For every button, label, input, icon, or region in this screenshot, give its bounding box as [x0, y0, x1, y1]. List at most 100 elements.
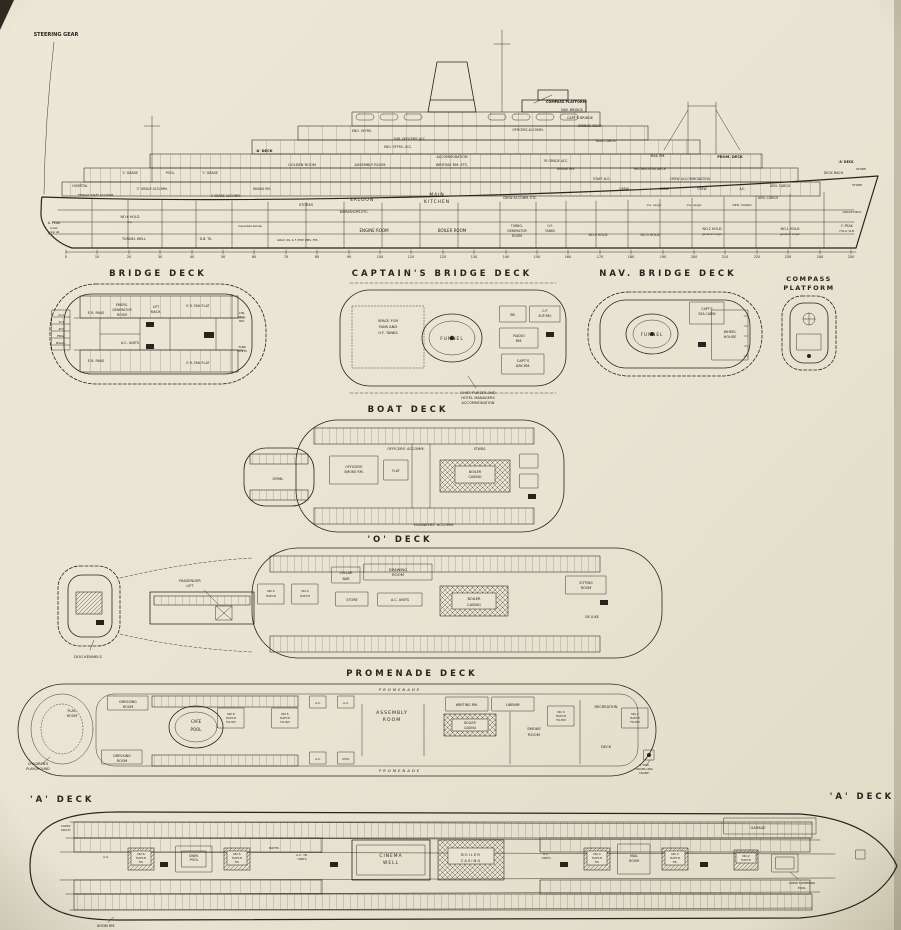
label: OFFICERS ACCOMM. — [512, 128, 543, 132]
label: GENERATOR — [112, 308, 132, 312]
label: ROOM — [392, 572, 404, 577]
stair — [146, 344, 154, 349]
label: GOLDEN ROOM — [288, 163, 316, 167]
label: TR. — [594, 860, 600, 864]
stair — [546, 332, 554, 337]
label: HOSPITAL — [72, 184, 88, 188]
label: E.R. FANS — [88, 359, 104, 363]
deck-title-a-left: 'A' DECK — [30, 795, 94, 805]
label: BOILER — [467, 597, 481, 601]
label: GEN. CARGO — [770, 184, 791, 188]
label: 110 — [408, 255, 414, 259]
label: TR. — [138, 860, 144, 864]
label: GARAGE — [750, 826, 766, 830]
label: PLAY- — [68, 709, 78, 713]
label: GEN. CARGO — [758, 196, 779, 200]
label: UNITS — [541, 856, 550, 860]
label: 200 — [691, 255, 697, 259]
label: LIBRARY — [506, 703, 521, 707]
label: A.C. UNITS — [391, 598, 409, 602]
label: GYM. — [342, 757, 350, 761]
label: 70 — [284, 255, 288, 259]
label: SMOKE RM. — [557, 167, 575, 171]
label: LIFT — [186, 584, 194, 588]
label: ENG. OFFRS. — [352, 129, 372, 133]
label: BOILER — [461, 852, 481, 857]
label: ENG. OFFRS. ACC. — [384, 145, 412, 149]
label: A.C. — [103, 855, 109, 859]
label: RM. — [239, 319, 245, 323]
label: ACCOMMODATION — [462, 401, 495, 405]
label: E.R. FAN FLAT — [186, 304, 210, 308]
label: FLUSH — [280, 720, 290, 724]
label: GRAV. OIL & F. PMP. RMS. ETC. — [277, 238, 319, 242]
label: A. PEAK — [48, 221, 61, 225]
label: MACH. — [151, 310, 161, 314]
label: 130 — [471, 255, 477, 259]
label: TUNNEL WELL — [121, 237, 146, 241]
label: TURBO- — [510, 224, 523, 228]
label: CAFE — [191, 719, 202, 724]
label: VENTS — [237, 349, 247, 353]
label: ROOM — [383, 717, 401, 723]
label: DECK MACH. — [824, 171, 844, 175]
label: FUNNEL — [641, 332, 664, 337]
label: F. PEAK — [841, 224, 853, 228]
label: DAY-RM. — [516, 364, 531, 368]
deck-title-compass-2: PLATFORM — [783, 284, 834, 292]
label: BAGG. — [56, 341, 66, 345]
deck-title-captains: CAPTAIN'S BRIDGE DECK — [352, 269, 532, 279]
label: CREW SWIMMING — [789, 881, 816, 885]
label: PLAYGROUND — [26, 767, 50, 771]
label: general cargo — [780, 232, 800, 236]
label: CREW — [659, 187, 668, 191]
label: C.P. — [542, 309, 548, 313]
label: DE LUXE — [585, 615, 599, 619]
label: WHEEL — [724, 330, 737, 334]
stair — [204, 332, 214, 338]
label: D.B. TK. — [200, 237, 213, 241]
label: general cargo — [702, 232, 722, 236]
label: ACCOMMODATION — [436, 155, 468, 159]
label: MAIN — [429, 192, 444, 198]
deck-title-promenade: PROMENADE DECK — [346, 669, 477, 679]
deck-title-compass-1: COMPASS — [786, 275, 832, 283]
label: 100 — [377, 255, 383, 259]
label: POOL — [798, 886, 807, 890]
label: 120 — [440, 255, 446, 259]
label: BOILER ROOM — [438, 228, 467, 233]
label: CELLAR — [339, 571, 353, 575]
label: STORE — [856, 167, 866, 171]
label: 40 — [190, 255, 194, 259]
label: WRITING RM. — [456, 703, 478, 707]
label: DINING RM. — [253, 187, 271, 191]
label: ins. — [127, 220, 132, 224]
deck-title-o: 'O' DECK — [367, 535, 432, 545]
label: CAPT'S — [701, 307, 712, 311]
deck-title-bridge: BRIDGE DECK — [109, 269, 207, 279]
label: A.C. — [315, 701, 321, 705]
label: TR. — [234, 860, 240, 864]
label: RM. — [516, 339, 523, 343]
label: ROOM — [117, 313, 127, 317]
label: ROOM — [67, 714, 78, 718]
label: PROMENADE — [379, 687, 421, 692]
label: 210 — [722, 255, 728, 259]
label: BAR — [342, 577, 350, 581]
label: DHOBI RM. — [97, 924, 116, 928]
label: NO.4 — [301, 589, 308, 593]
label: NO.3 HOLD — [640, 233, 659, 237]
label: 190 — [660, 255, 666, 259]
label: PASSENGER — [179, 579, 201, 583]
label: ASSEMBLY — [376, 710, 408, 716]
label: A.C. — [343, 701, 349, 705]
label: CREW ACCOMMODATION — [670, 177, 710, 181]
deck-title-a-right: 'A' DECK — [830, 792, 894, 802]
label: 230 — [785, 255, 791, 259]
label: NO.5 — [267, 589, 274, 593]
label: 240 — [817, 255, 823, 259]
label: ENG. — [57, 334, 64, 338]
label: A.C. UNITS — [121, 341, 139, 345]
label: CASING — [461, 858, 482, 863]
